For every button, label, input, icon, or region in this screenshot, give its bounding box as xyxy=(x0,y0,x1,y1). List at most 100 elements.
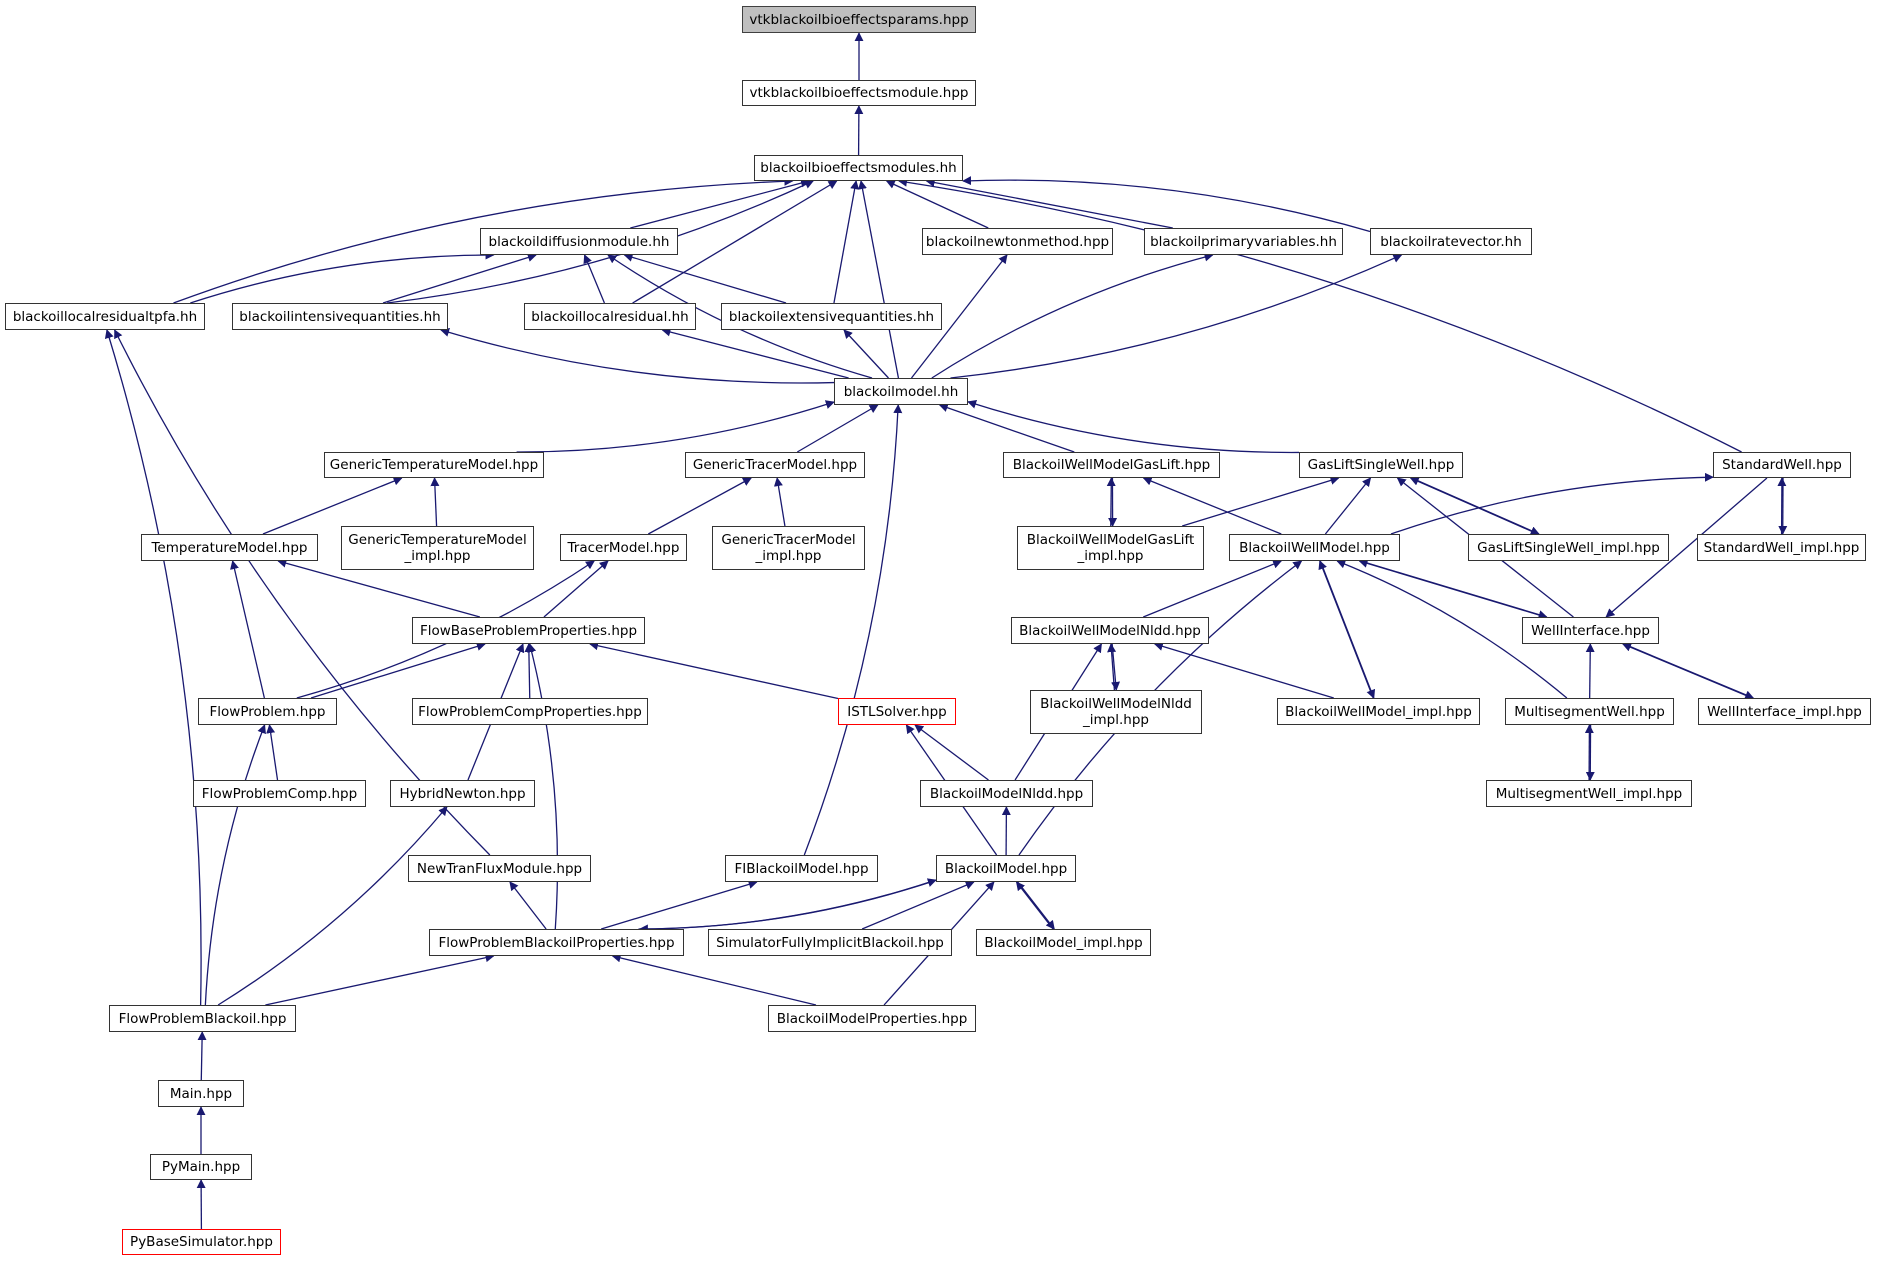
edge-n15-to-n23 xyxy=(1411,477,1540,535)
edge-n22-to-n16 xyxy=(1390,472,1714,535)
node-label: BlackoilWellModelGasLift _impl.hpp xyxy=(1026,532,1195,564)
edge-n4-to-n2 xyxy=(885,180,989,229)
edge-n35-to-n28 xyxy=(266,724,279,781)
node-blackoilmodelproperties[interactable]: BlackoilModelProperties.hpp xyxy=(768,1005,976,1032)
node-label: BlackoilModel.hpp xyxy=(944,860,1068,877)
node-blackoilwellmodel-impl[interactable]: BlackoilWellModel_impl.hpp xyxy=(1277,698,1480,725)
node-wellinterface[interactable]: WellInterface.hpp xyxy=(1522,617,1659,644)
node-simulatorfullyimplicitblackoil[interactable]: SimulatorFullyImplicitBlackoil.hpp xyxy=(708,929,952,956)
node-blackoilwellmodelgaslift[interactable]: BlackoilWellModelGasLift.hpp xyxy=(1003,452,1220,478)
node-flowproblem[interactable]: FlowProblem.hpp xyxy=(198,698,337,725)
edge-n11-to-n4 xyxy=(910,254,1008,379)
node-blackoilintensivequantities[interactable]: blackoilintensivequantities.hh xyxy=(232,303,448,330)
edge-n29-to-n25 xyxy=(524,643,534,699)
node-label: MultisegmentWell_impl.hpp xyxy=(1495,785,1683,802)
node-tracermodel[interactable]: TracerModel.hpp xyxy=(560,534,687,561)
node-blackoildiffusionmodule[interactable]: blackoildiffusionmodule.hh xyxy=(480,228,678,255)
node-multisegmentwell-impl[interactable]: MultisegmentWell_impl.hpp xyxy=(1486,780,1692,807)
edge-n33-to-n27 xyxy=(1585,643,1595,699)
node-blackoilratevector[interactable]: blackoilratevector.hh xyxy=(1370,228,1532,255)
node-vtkblackoilbioeffectsmodule[interactable]: vtkblackoilbioeffectsmodule.hpp xyxy=(742,80,976,106)
node-gasliftsinglewell[interactable]: GasLiftSingleWell.hpp xyxy=(1299,452,1463,478)
node-blackoilwellmodel[interactable]: BlackoilWellModel.hpp xyxy=(1229,534,1400,561)
node-label: MultisegmentWell.hpp xyxy=(1514,703,1665,720)
node-label: BlackoilWellModelNldd.hpp xyxy=(1019,622,1201,639)
edge-n16-to-n27 xyxy=(1605,477,1768,618)
edge-n12-to-n11 xyxy=(516,400,835,453)
node-label: WellInterface_impl.hpp xyxy=(1707,703,1862,720)
edge-n45-to-n42 xyxy=(265,953,495,1006)
node-multisegmentwell[interactable]: MultisegmentWell.hpp xyxy=(1505,698,1674,725)
node-label: TracerModel.hpp xyxy=(567,539,680,556)
node-label: PyMain.hpp xyxy=(161,1159,241,1175)
edge-n10-to-n3 xyxy=(623,252,787,304)
node-flowproblemblackoilproperties[interactable]: FlowProblemBlackoilProperties.hpp xyxy=(429,929,684,956)
node-label: blackoilratevector.hh xyxy=(1380,233,1522,250)
node-standardwell[interactable]: StandardWell.hpp xyxy=(1713,452,1851,478)
node-pymain[interactable]: PyMain.hpp xyxy=(150,1154,252,1180)
node-label: vtkblackoilbioeffectsparams.hpp xyxy=(749,11,969,28)
node-flowproblemcomp[interactable]: FlowProblemComp.hpp xyxy=(193,780,366,807)
node-generictemperaturemodel[interactable]: GenericTemperatureModel.hpp xyxy=(324,452,544,478)
node-generictracermodel-impl[interactable]: GenericTracerModel _impl.hpp xyxy=(712,526,865,570)
edge-n7-to-n3 xyxy=(190,250,495,304)
edge-n19-to-n13 xyxy=(647,477,752,535)
edge-n45-to-n36 xyxy=(217,806,448,1006)
edge-n25-to-n17 xyxy=(277,558,481,618)
edge-n22-to-n32 xyxy=(1319,560,1376,699)
node-label: ISTLSolver.hpp xyxy=(847,703,947,720)
node-generictemperaturemodel-impl[interactable]: GenericTemperatureModel _impl.hpp xyxy=(341,526,534,570)
node-blackoilmodel-hpp[interactable]: BlackoilModel.hpp xyxy=(936,855,1076,882)
node-blackoilmodelnldd[interactable]: BlackoilModelNldd.hpp xyxy=(920,780,1093,807)
edge-n26-to-n31 xyxy=(1111,643,1121,691)
node-blackoilprimaryvariables[interactable]: blackoilprimaryvariables.hh xyxy=(1144,228,1343,255)
edge-n22-to-n14 xyxy=(1142,476,1282,535)
edge-n20-to-n13 xyxy=(773,477,786,527)
edge-n43-to-n41 xyxy=(861,880,975,930)
node-blackoillocalresidualtpfa[interactable]: blackoillocalresidualtpfa.hh xyxy=(5,303,205,330)
node-label: blackoillocalresidualtpfa.hh xyxy=(12,308,198,325)
node-label: blackoilintensivequantities.hh xyxy=(239,308,441,325)
node-standardwell-impl[interactable]: StandardWell_impl.hpp xyxy=(1697,534,1866,561)
edge-n8-to-n3 xyxy=(382,253,537,304)
node-gasliftsinglewell-impl[interactable]: GasLiftSingleWell_impl.hpp xyxy=(1468,534,1669,561)
node-newtranfluxmodule[interactable]: NewTranFluxModule.hpp xyxy=(408,855,591,882)
node-blackoilwellmodelnldd[interactable]: BlackoilWellModelNldd.hpp xyxy=(1011,617,1209,644)
edge-n22-to-n15 xyxy=(1324,477,1372,535)
node-blackoilnewtonmethod[interactable]: blackoilnewtonmethod.hpp xyxy=(922,228,1113,255)
node-vtkblackoilbioeffectsparams: vtkblackoilbioeffectsparams.hpp xyxy=(742,6,976,33)
node-pybasesimulator[interactable]: PyBaseSimulator.hpp xyxy=(122,1229,281,1255)
node-hybridnewton[interactable]: HybridNewton.hpp xyxy=(390,780,535,807)
node-blackoilmodel-impl[interactable]: BlackoilModel_impl.hpp xyxy=(976,929,1151,956)
edge-n11-to-n10 xyxy=(843,329,889,379)
edge-n21-to-n14 xyxy=(1106,477,1116,527)
node-label: BlackoilModel_impl.hpp xyxy=(984,934,1143,951)
node-blackoilextensivequantities[interactable]: blackoilextensivequantities.hh xyxy=(721,303,942,330)
node-flowproblemblackoil[interactable]: FlowProblemBlackoil.hpp xyxy=(109,1005,296,1032)
edge-n41-to-n44 xyxy=(1017,881,1055,930)
node-istlsolver[interactable]: ISTLSolver.hpp xyxy=(838,698,956,725)
node-label: BlackoilWellModel.hpp xyxy=(1239,539,1390,556)
node-flowbaseproblemproperties[interactable]: FlowBaseProblemProperties.hpp xyxy=(412,617,645,644)
node-label: blackoilextensivequantities.hh xyxy=(728,308,935,325)
node-blackoilwellmodelgaslift-impl[interactable]: BlackoilWellModelGasLift _impl.hpp xyxy=(1017,526,1204,570)
edge-n6-to-n2 xyxy=(962,176,1371,233)
node-generictracermodel[interactable]: GenericTracerModel.hpp xyxy=(685,452,865,478)
node-blackoillocalresidual[interactable]: blackoillocalresidual.hh xyxy=(524,303,696,330)
node-label: FlowProblemBlackoil.hpp xyxy=(118,1010,287,1027)
node-blackoilbioeffectsmodules[interactable]: blackoilbioeffectsmodules.hh xyxy=(754,155,963,181)
node-wellinterface-impl[interactable]: WellInterface_impl.hpp xyxy=(1698,698,1871,725)
edge-n40-to-n11 xyxy=(803,404,903,856)
node-label: GenericTemperatureModel.hpp xyxy=(329,457,539,473)
node-temperaturemodel[interactable]: TemperatureModel.hpp xyxy=(141,534,318,561)
edge-n11-to-n5 xyxy=(931,252,1214,379)
node-main[interactable]: Main.hpp xyxy=(158,1080,244,1107)
edge-n16-to-n2 xyxy=(898,177,1742,453)
node-flowproblemcompproperties[interactable]: FlowProblemCompProperties.hpp xyxy=(412,698,648,725)
node-blackoilmodel-hh[interactable]: blackoilmodel.hh xyxy=(834,378,968,405)
node-fiblackoilmodel[interactable]: FIBlackoilModel.hpp xyxy=(725,855,878,882)
edge-n30-to-n25 xyxy=(589,641,839,700)
edge-n42-to-n25 xyxy=(527,643,559,930)
node-blackoilwellmodelnldd-impl[interactable]: BlackoilWellModelNldd _impl.hpp xyxy=(1030,690,1202,734)
node-label: blackoilprimaryvariables.hh xyxy=(1150,233,1337,250)
